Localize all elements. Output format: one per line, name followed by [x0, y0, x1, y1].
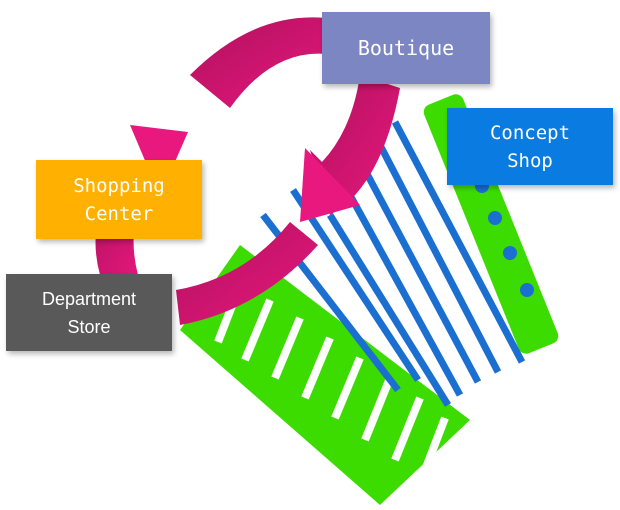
accordion-keys — [214, 283, 449, 480]
accordion-button-dot — [503, 246, 517, 260]
arrow-top-arc — [190, 17, 340, 109]
node-shopping-center-label: Shopping Center — [73, 174, 165, 225]
node-boutique-label: Boutique — [357, 36, 455, 60]
accordion-button-dot — [520, 283, 534, 297]
node-department-store: Department Store — [6, 274, 172, 351]
node-shopping-center: Shopping Center — [36, 160, 202, 239]
arrow-right-head — [300, 148, 360, 222]
node-boutique: Boutique — [322, 12, 490, 84]
node-concept-shop: Concept Shop — [447, 108, 613, 185]
accordion-keyboard — [180, 245, 470, 505]
node-department-store-label: Department Store — [41, 288, 137, 337]
node-concept-shop-label: Concept Shop — [489, 121, 571, 172]
accordion-button-dot — [488, 211, 502, 225]
arrow-bottom-arc — [176, 222, 318, 325]
